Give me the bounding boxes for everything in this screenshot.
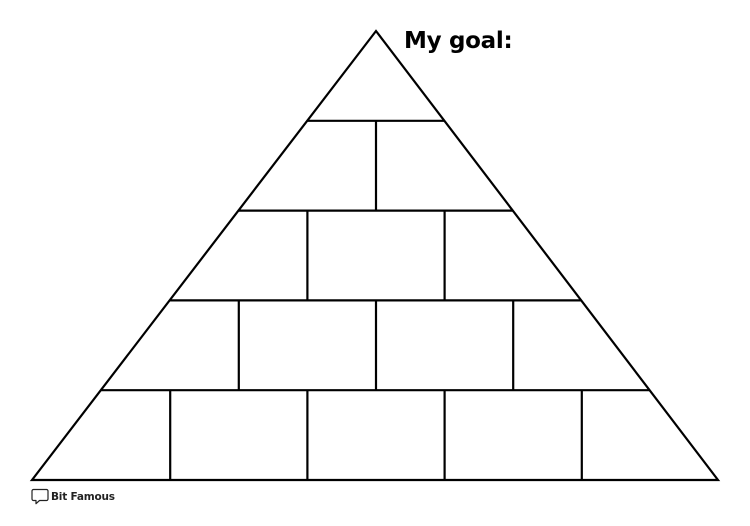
pyramid-block-row-4-1[interactable] — [101, 300, 239, 390]
pyramid-block-row-3-2[interactable] — [307, 211, 444, 301]
pyramid-block-row-2-1[interactable] — [238, 121, 376, 211]
pyramid-block-row-5-2[interactable] — [170, 390, 307, 480]
pyramid-block-row-3-3[interactable] — [445, 211, 582, 301]
pyramid-block-row-4-3[interactable] — [376, 300, 513, 390]
speech-bubble-icon — [31, 488, 49, 505]
goal-heading: My goal: — [404, 28, 513, 54]
pyramid-block-row-5-5[interactable] — [582, 390, 718, 480]
pyramid-block-row-5-3[interactable] — [307, 390, 444, 480]
pyramid-block-row-4-2[interactable] — [239, 300, 376, 390]
pyramid-block-row-2-2[interactable] — [376, 121, 513, 211]
brand-footer: Bit Famous — [31, 488, 115, 505]
pyramid-block-row-3-1[interactable] — [170, 211, 308, 301]
pyramid-outline — [29, 29, 721, 482]
pyramid-block-row-5-4[interactable] — [445, 390, 582, 480]
pyramid-rows — [32, 119, 718, 480]
pyramid-block-row-4-4[interactable] — [513, 300, 649, 390]
pyramid-block-row-5-1[interactable] — [32, 390, 170, 480]
brand-name: Bit Famous — [51, 490, 115, 503]
